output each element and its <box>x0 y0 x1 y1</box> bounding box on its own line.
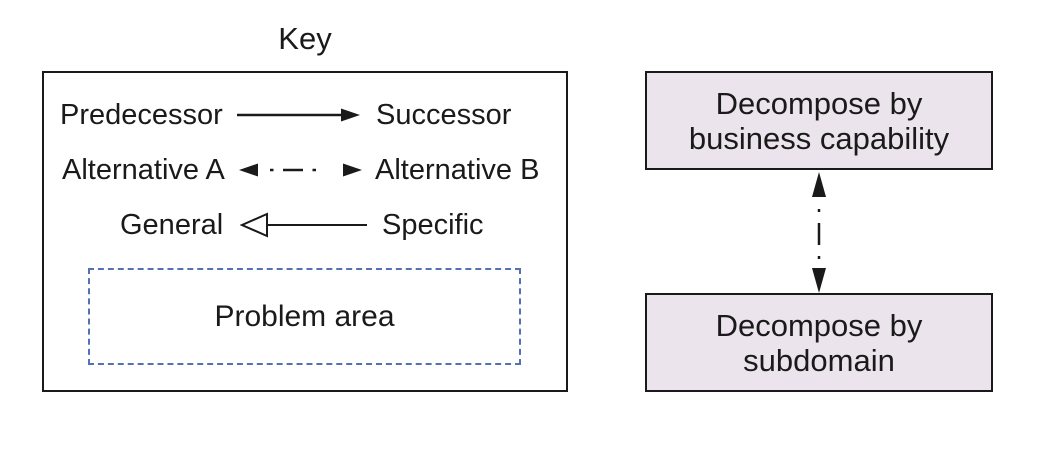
alternative-connector-arrow-icon <box>812 172 826 293</box>
node-top-line1: Decompose by <box>715 85 923 121</box>
key-legend-box <box>42 71 568 392</box>
key-row2-right-label: Alternative B <box>375 154 540 186</box>
key-row1-right-label: Successor <box>376 99 512 131</box>
node-decompose-by-subdomain: Decompose by subdomain <box>645 293 993 392</box>
key-row3-left-label: General <box>120 209 224 241</box>
key-title: Key <box>278 21 332 56</box>
key-row2-left-label: Alternative A <box>62 154 225 186</box>
problem-area-label: Problem area <box>214 299 395 333</box>
generalization-arrow-icon <box>240 212 367 238</box>
node-bottom-line1: Decompose by <box>715 307 923 343</box>
node-top-line2: business capability <box>688 120 950 156</box>
node-decompose-by-business-capability: Decompose by business capability <box>645 71 993 170</box>
problem-area-box: Problem area <box>88 268 521 365</box>
alternative-dashdot-arrow-icon <box>239 163 362 177</box>
key-row3-right-label: Specific <box>382 209 484 241</box>
successor-arrow-icon <box>237 108 360 122</box>
key-row1-left-label: Predecessor <box>60 99 223 131</box>
node-bottom-line2: subdomain <box>743 342 895 378</box>
